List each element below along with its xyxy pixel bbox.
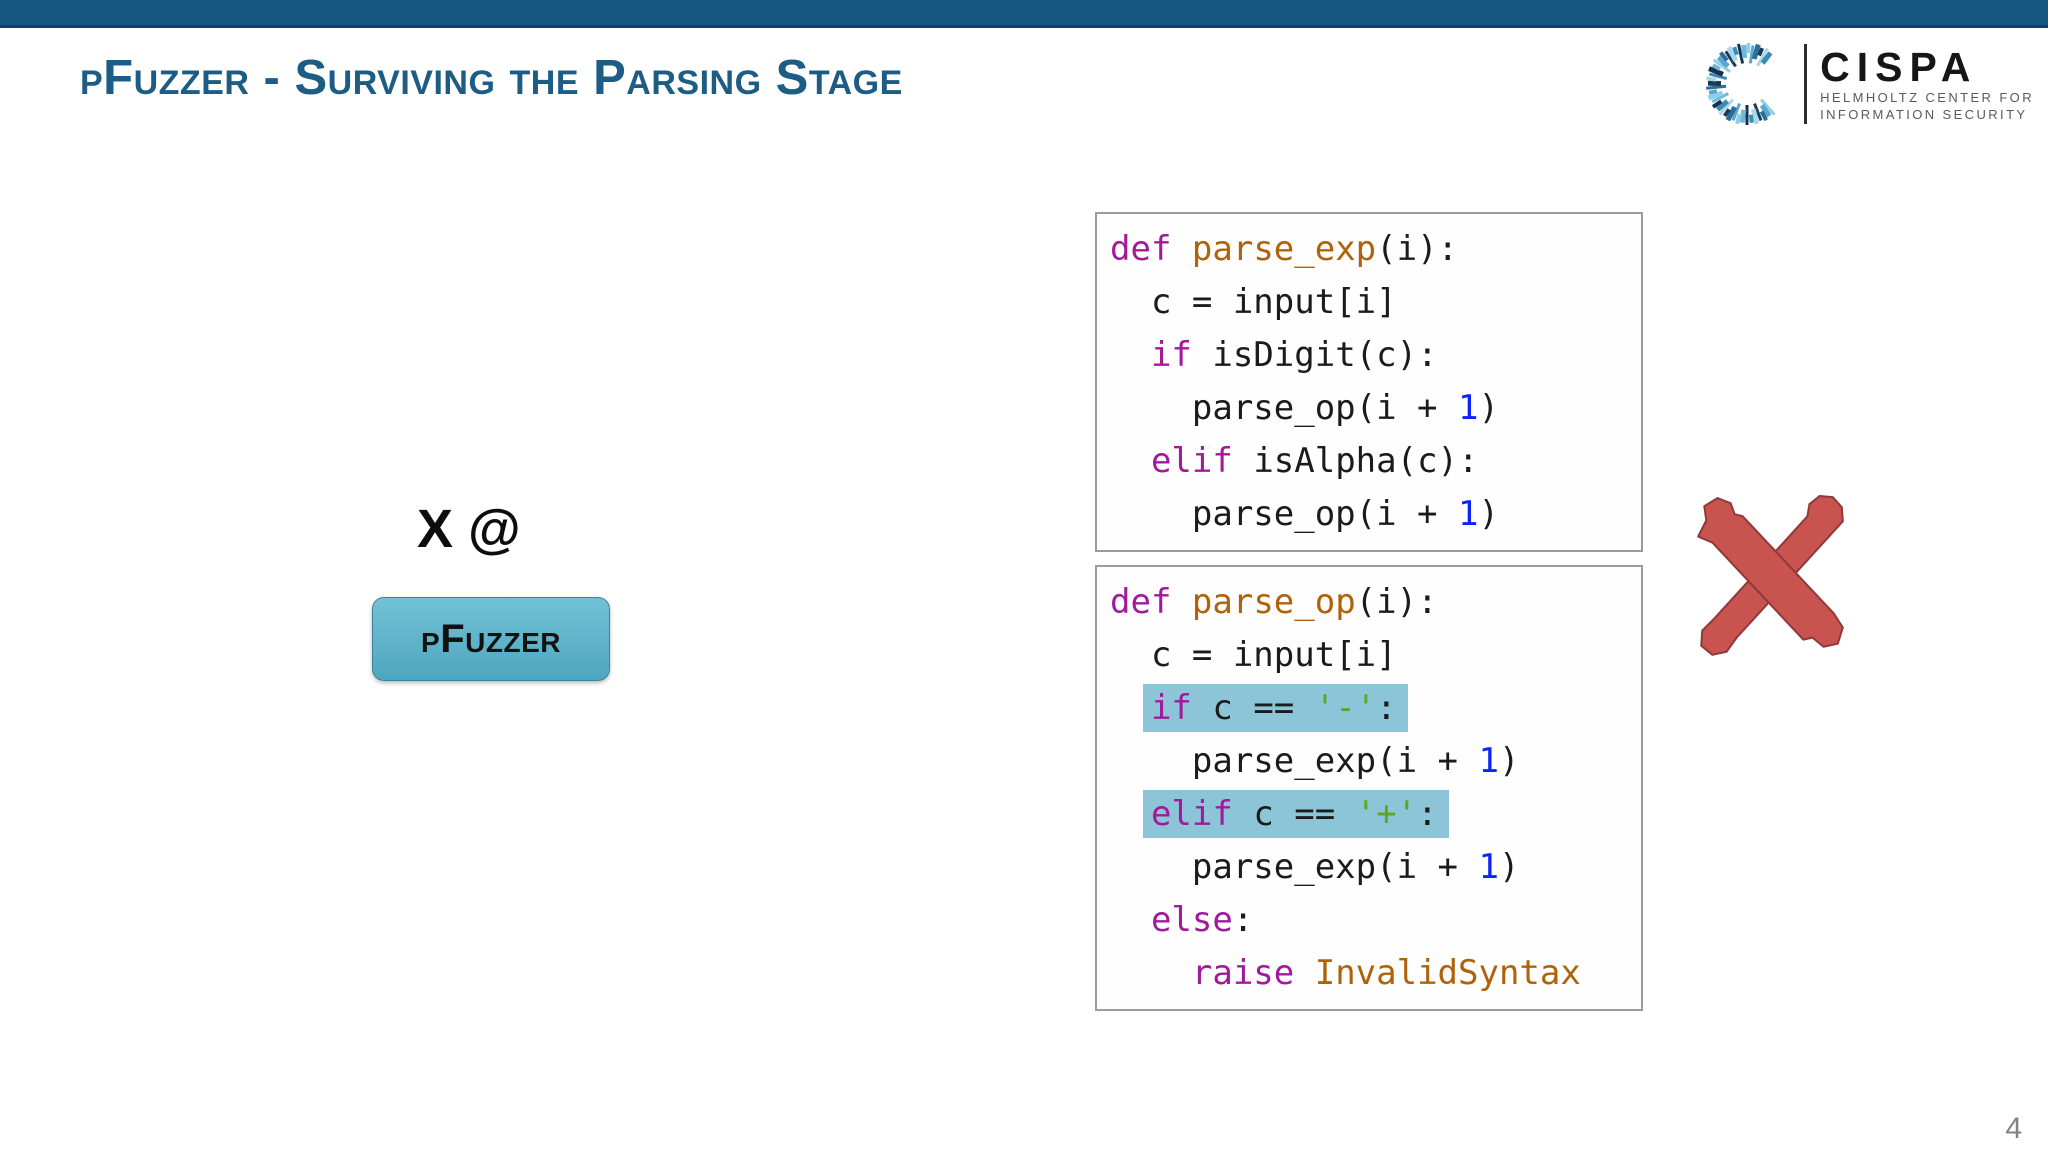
slide-title: pFuzzer - Surviving the Parsing Stage <box>80 51 903 105</box>
page-number: 4 <box>2005 1112 2022 1145</box>
code-line: else: <box>1150 900 1254 940</box>
code-line: elif isAlpha(c): <box>1150 441 1479 481</box>
logo-subtitle-line1: HELMHOLTZ CENTER FOR <box>1820 90 2034 105</box>
logo-subtitle-line2: INFORMATION SECURITY <box>1820 107 2028 122</box>
code-block-parse-exp: def parse_exp(i): c = input[i] if isDigi… <box>1095 212 1643 552</box>
code-line: c = input[i] <box>1110 635 1397 675</box>
top-accent-bar <box>0 0 2048 28</box>
logo-wordmark: CISPA <box>1820 44 1978 90</box>
pfuzzer-box-label: pFuzzer <box>421 616 561 661</box>
cispa-logo-mark-icon <box>1706 42 1776 125</box>
code-line: def parse_exp(i): <box>1110 229 1459 269</box>
code-line: if isDigit(c): <box>1150 335 1438 375</box>
code-line: elif c == '+': <box>1110 788 1641 841</box>
code-block-parse-op: def parse_op(i): c = input[i] if c == '-… <box>1095 565 1643 1011</box>
code-line: raise InvalidSyntax <box>1191 953 1581 993</box>
red-cross-icon <box>1697 495 1844 656</box>
code-line: parse_op(i + 1) <box>1110 388 1499 428</box>
logo-divider <box>1804 44 1808 124</box>
highlighted-code-line: if c == '-': <box>1142 684 1408 732</box>
code-line: c = input[i] <box>1110 282 1397 322</box>
code-line: parse_exp(i + 1) <box>1110 847 1520 887</box>
highlighted-code-line: elif c == '+': <box>1142 790 1449 838</box>
code-line: def parse_op(i): <box>1110 582 1438 622</box>
code-line: parse_op(i + 1) <box>1110 494 1499 534</box>
code-line: parse_exp(i + 1) <box>1110 741 1520 781</box>
fuzzer-input-sample: X @ <box>417 499 521 559</box>
code-line: if c == '-': <box>1110 682 1641 735</box>
cispa-logo: CISPA HELMHOLTZ CENTER FOR INFORMATION S… <box>1703 40 2034 128</box>
pfuzzer-box: pFuzzer <box>372 597 610 681</box>
